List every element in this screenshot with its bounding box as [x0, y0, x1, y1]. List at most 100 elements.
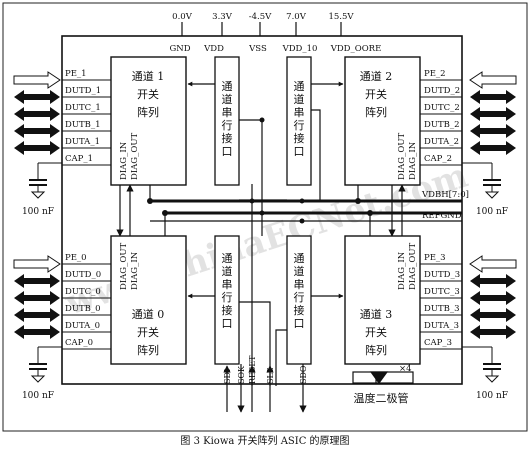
pin-label-vdd-oore: VDD_OORE — [330, 44, 382, 54]
serial-interface-label-char: 串 — [222, 278, 233, 291]
serial-interface-label-char: 口 — [294, 145, 305, 158]
supply-label-neg4v5: -4.5V — [249, 12, 272, 22]
serial-interface-label-char: 通 — [222, 80, 233, 93]
bus-label-vdbh: VDBH[7:0] — [421, 190, 469, 200]
io-label-ch1-5: CAP_1 — [65, 154, 93, 164]
io-label-ch3-5: CAP_3 — [424, 338, 452, 348]
supply-rails — [181, 22, 342, 36]
serial-interface-label-char: 串 — [294, 106, 305, 119]
serial-interface-label-char: 道 — [222, 264, 233, 278]
ground-symbol — [30, 191, 46, 199]
io-label-ch1-2: DUTC_1 — [65, 103, 101, 113]
channel-1-block — [110, 56, 187, 186]
junction-dot — [367, 210, 373, 216]
io-label-ch3-1: DUTD_3 — [424, 270, 460, 280]
channel-3-line3: 阵列 — [365, 343, 387, 357]
serial-interface-label-char: 道 — [294, 92, 305, 106]
supply-label-0v: 0.0V — [172, 12, 193, 22]
dut-bidir-arrow — [14, 308, 60, 322]
io-label-ch1-4: DUTA_1 — [65, 137, 100, 147]
channel-1-line2: 开关 — [137, 87, 159, 101]
junction-dot — [259, 210, 265, 216]
serial-interface-bottom-right — [286, 235, 312, 365]
bus-label-refgnd: REFGND — [422, 211, 462, 221]
serial-interface-label-char: 接 — [294, 304, 305, 317]
io-label-ch3-2: DUTC_3 — [424, 287, 460, 297]
ground-symbol — [484, 375, 500, 383]
serial-interface-label-char: 口 — [294, 317, 305, 330]
channel-1-diag-in: DIAG_IN — [119, 141, 129, 180]
serial-interface-label-char: 通 — [222, 252, 233, 265]
channel-3-title: 通道 3 — [360, 307, 393, 321]
io-label-ch3-4: DUTA_3 — [424, 321, 459, 331]
capacitor-value-label: 100 nF — [476, 391, 508, 401]
dut-bidir-arrow — [470, 90, 516, 104]
io-label-ch1-3: DUTB_1 — [65, 120, 101, 130]
dut-bidir-arrow — [14, 291, 60, 305]
channel-2-title: 通道 2 — [360, 69, 393, 83]
asic-outline — [61, 35, 463, 385]
dut-bidir-arrow — [470, 308, 516, 322]
serial-interface-label-char: 道 — [222, 92, 233, 106]
junction-dot — [162, 210, 168, 216]
io-label-ch0-0: PE_0 — [65, 253, 87, 263]
channel-2-diag-out: DIAG_OUT — [397, 133, 407, 180]
io-label-ch1-1: DUTD_1 — [65, 86, 101, 96]
channel-0-line2: 开关 — [137, 325, 159, 339]
internal-buses — [116, 184, 462, 237]
diode-count: ×4 — [399, 364, 412, 374]
io-label-ch0-1: DUTD_0 — [65, 270, 101, 280]
serial-interface-label-char: 通 — [294, 80, 305, 93]
capacitor-value-label: 100 nF — [476, 207, 508, 217]
pin-label-gnd: GND — [169, 44, 190, 54]
io-label-ch3-3: DUTB_3 — [424, 304, 460, 314]
capacitor-value-label: 100 nF — [22, 207, 54, 217]
channel-0-title: 通道 0 — [132, 307, 165, 321]
channel-1-diag-out: DIAG_OUT — [130, 133, 140, 180]
pin-label-vdd: VDD — [203, 44, 224, 54]
serial-interface-top-right — [286, 56, 312, 186]
channel-2-diag-in: DIAG_IN — [408, 141, 418, 180]
dut-bidir-arrow — [470, 274, 516, 288]
serial-interface-label-char: 道 — [294, 264, 305, 278]
channel-0-line3: 阵列 — [137, 343, 159, 357]
serial-interface-label-char: 口 — [222, 145, 233, 158]
channel-3-block — [344, 235, 421, 365]
channel-1-line3: 阵列 — [137, 105, 159, 119]
pin-label-vdd10: VDD_10 — [282, 44, 318, 54]
serial-interface-label-char: 通 — [294, 252, 305, 265]
pe-input-arrow — [13, 255, 61, 273]
channel-2-block — [344, 56, 421, 186]
channel-3-diag-in: DIAG_IN — [397, 251, 407, 290]
channel-3-diag-out: DIAG_OUT — [408, 243, 418, 290]
serial-interface-top-left — [214, 56, 240, 186]
dut-bidir-arrow — [470, 141, 516, 155]
channel-0-diag-out: DIAG_OUT — [119, 243, 129, 290]
junction-dot — [147, 198, 153, 204]
serial-interface-label-char: 口 — [222, 317, 233, 330]
ground-symbol — [30, 375, 46, 383]
io-label-ch1-0: PE_1 — [65, 69, 87, 79]
dut-bidir-arrow — [14, 325, 60, 339]
pin-label-vss: VSS — [248, 44, 267, 54]
io-label-ch2-5: CAP_2 — [424, 154, 452, 164]
supply-label-3v3: 3.3V — [212, 12, 233, 22]
dut-bidir-arrow — [14, 274, 60, 288]
pe-input-arrow — [13, 71, 61, 89]
io-label-ch0-2: DUTC_0 — [65, 287, 101, 297]
dut-bidir-arrow — [470, 325, 516, 339]
serial-interface-label-char: 接 — [222, 304, 233, 317]
serial-interface-label-char: 接 — [294, 132, 305, 145]
serial-to-channel-links — [187, 81, 344, 299]
junction-dot — [299, 198, 305, 204]
serial-interface-label-char: 行 — [294, 291, 305, 304]
channel-1-title: 通道 1 — [132, 69, 165, 83]
serial-interface-label-char: 行 — [222, 291, 233, 304]
supply-label-7v: 7.0V — [286, 12, 307, 22]
temperature-diode — [352, 371, 414, 385]
junction-dot — [299, 218, 305, 224]
capacitor-value-label: 100 nF — [22, 391, 54, 401]
pe-input-arrow — [469, 255, 517, 273]
channel-0-block — [110, 235, 187, 365]
